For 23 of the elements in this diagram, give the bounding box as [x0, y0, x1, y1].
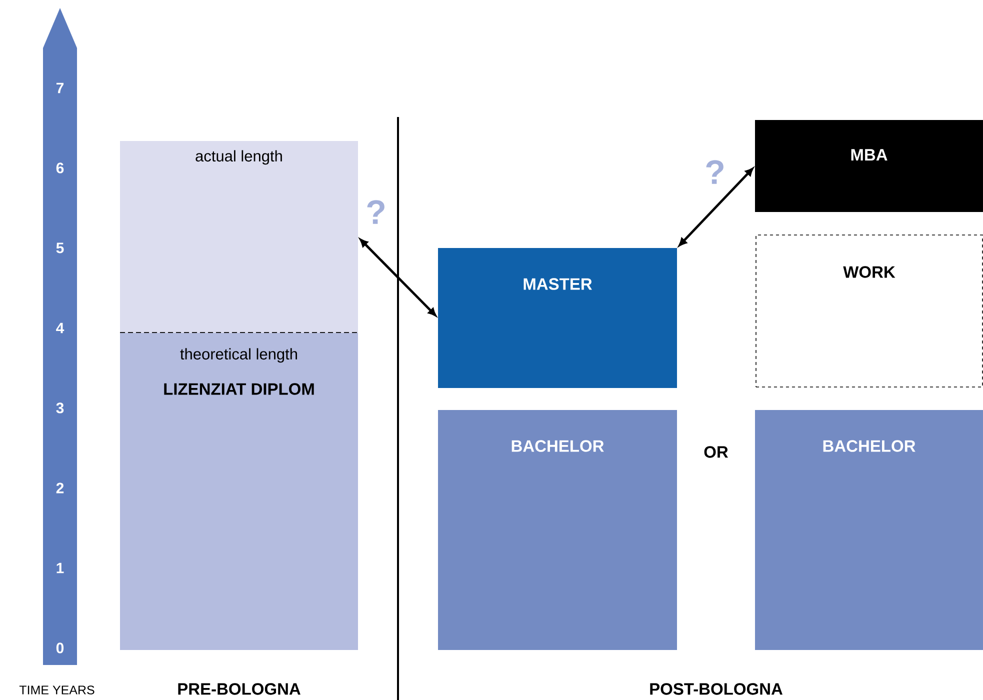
axis-number: 3: [56, 402, 64, 414]
question-mark: ?: [706, 160, 724, 184]
double-arrow: [360, 238, 436, 316]
degree-box: BACHELOR: [438, 410, 677, 650]
column-title: PRE-BOLOGNA: [178, 683, 300, 695]
axis-number: 1: [56, 562, 64, 574]
question-mark: ?: [367, 200, 384, 224]
degree-box: MASTER: [438, 248, 677, 388]
axis-number: 2: [56, 482, 64, 494]
axis-title: TIME YEARS: [19, 686, 94, 694]
dashed-box: WORK: [756, 234, 983, 388]
period-box: actual length: [120, 140, 358, 333]
column-title: POST-BOLOGNA: [650, 683, 782, 695]
degree-box: BACHELOR: [755, 410, 983, 650]
axis-number: 7: [56, 82, 64, 94]
double-arrow: [678, 168, 754, 246]
axis-number: 5: [56, 242, 64, 254]
period-box: theoretical length LIZENZIAT DIPLOM: [120, 332, 358, 650]
axis-number: 4: [56, 322, 64, 334]
connector-word: OR: [704, 446, 728, 458]
degree-box: MBA: [755, 120, 983, 212]
axis-number: 6: [56, 162, 64, 174]
axis-number: 0: [56, 642, 64, 654]
